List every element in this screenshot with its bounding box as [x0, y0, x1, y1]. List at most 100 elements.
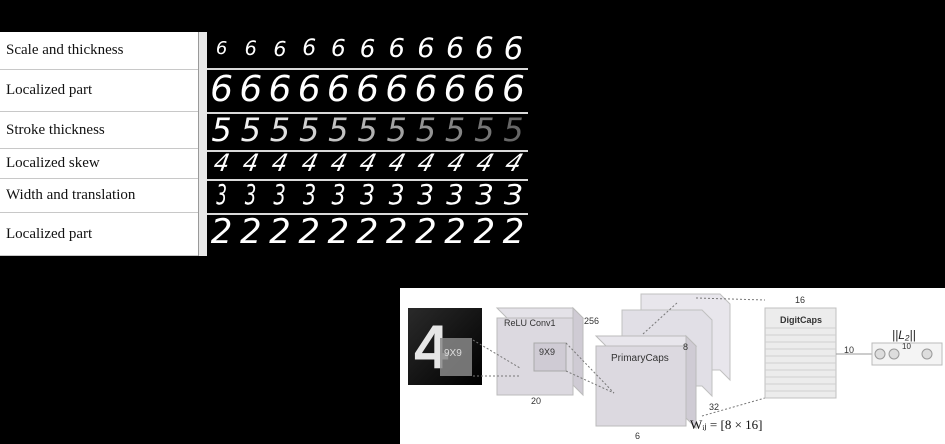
digit-sample: 6: [273, 37, 287, 61]
digit-sample: 3: [216, 178, 227, 211]
digit-sample: 2: [239, 212, 262, 252]
architecture-svg: 4 9X9 ReLU Conv1 256 20 9X9 PrimaryCaps …: [408, 293, 943, 441]
conv1-label: ReLU Conv1: [504, 318, 556, 328]
digit-sample: 6: [297, 69, 321, 110]
digit-sample: 6: [356, 69, 379, 110]
digit-sample: 3: [417, 178, 435, 211]
conv1-depth-label: 256: [584, 316, 599, 326]
primarycaps-depth-label: 8: [683, 342, 688, 352]
digit-sample: 3: [503, 178, 524, 211]
digit-sample: 2: [269, 212, 291, 252]
digit-sample: 6: [330, 35, 346, 62]
digit-sample: 6: [359, 34, 376, 63]
primarycaps-front-face: [595, 345, 687, 427]
digit-sample: 3: [388, 178, 405, 211]
digit-sample: 6: [472, 69, 496, 110]
conv1-kernel-window: [533, 342, 567, 372]
digit-sample: 5: [298, 111, 320, 149]
digit-sample: 6: [417, 33, 435, 64]
digit-sample: 5: [211, 111, 232, 149]
digitcaps-block: [764, 307, 837, 399]
l2-norm-label: ||L₂||: [892, 328, 916, 342]
input-kernel-window: [440, 338, 472, 376]
digitcaps-dim-label: 16: [795, 295, 805, 305]
digitcaps-capsule-lines: [765, 327, 836, 392]
conv1-block-top: [495, 307, 585, 319]
digit-sample: 6: [244, 37, 257, 60]
digit-sample: 3: [446, 178, 464, 211]
digit-sample: 6: [388, 34, 405, 64]
digit-sample: 5: [240, 111, 261, 149]
digit-sample: 5: [357, 111, 378, 149]
digit-sample: 2: [444, 212, 466, 252]
digit-sample: 2: [327, 212, 350, 252]
digit-sample: 5: [328, 111, 349, 149]
strip-separator: [207, 68, 528, 70]
table-row-label: Scale and thickness: [0, 32, 198, 70]
digit-sample: 6: [239, 69, 263, 110]
l2-output-node: [921, 348, 933, 360]
digit-sample: 3: [474, 178, 494, 211]
digitcaps-label: DigitCaps: [780, 315, 822, 325]
conv1-width-label: 20: [531, 396, 541, 406]
table-row-label: Localized part: [0, 213, 198, 256]
digit-sample: 3: [244, 178, 257, 211]
digit-sample: 3: [302, 178, 316, 211]
strip-separator: [207, 179, 528, 181]
strip-separator: [207, 213, 528, 215]
digit-sample: 6: [443, 69, 467, 110]
digit-sample: 6: [502, 69, 525, 110]
digit-sample: 3: [359, 178, 376, 211]
digitcaps-count-label: 10: [844, 345, 854, 355]
table-row-label: Localized part: [0, 70, 198, 112]
digit-sample: 5: [386, 111, 407, 149]
digit-sample: 2: [298, 212, 320, 252]
digit-sample: 2: [473, 212, 496, 252]
connector-lines: [472, 297, 766, 417]
weight-matrix-label: Wᵢⱼ = [8 × 16]: [690, 417, 763, 432]
digit-sample: 6: [268, 69, 292, 110]
digit-sample: 3: [273, 178, 287, 211]
l2-output-box: [871, 342, 943, 366]
table-row-label: Stroke thickness: [0, 112, 198, 149]
digit-sample: 2: [385, 212, 408, 252]
digit-sample: 5: [269, 111, 291, 149]
l2-output-node: [888, 348, 900, 360]
digit-sample: 6: [326, 69, 350, 110]
conv1-kernel-label: 9X9: [539, 347, 555, 357]
table-row-label: Width and translation: [0, 179, 198, 213]
digit-sample: 6: [474, 31, 494, 66]
digit-sample: 6: [446, 32, 465, 65]
digit-sample: 2: [356, 212, 379, 252]
digit-sample: 5: [444, 111, 466, 149]
capsnet-architecture-diagram: 4 9X9 ReLU Conv1 256 20 9X9 PrimaryCaps …: [400, 288, 945, 444]
digit-sample: 6: [302, 36, 317, 61]
digit-sample: 6: [210, 69, 234, 110]
digit-sample: 5: [415, 111, 437, 149]
primarycaps-label: PrimaryCaps: [611, 353, 669, 364]
l2-count-label: 10: [902, 342, 911, 351]
digit-sample: 6: [503, 31, 524, 67]
strip-separator: [207, 150, 528, 152]
digit-sample: 3: [331, 178, 346, 211]
l2-output-node: [874, 348, 886, 360]
primarycaps-count-label: 32: [709, 402, 719, 412]
digit-sample: 2: [415, 212, 437, 252]
table-row-label: Localized skew: [0, 149, 198, 179]
digit-sample: 2: [502, 212, 525, 252]
digit-sample: 2: [210, 212, 233, 252]
input-kernel-label: 9X9: [444, 348, 462, 359]
primarycaps-front-top: [594, 335, 698, 347]
digit-sample: 6: [215, 38, 228, 59]
digit-sample: 5: [474, 111, 495, 149]
strip-separator: [207, 112, 528, 114]
digit-sample: 6: [414, 69, 438, 110]
